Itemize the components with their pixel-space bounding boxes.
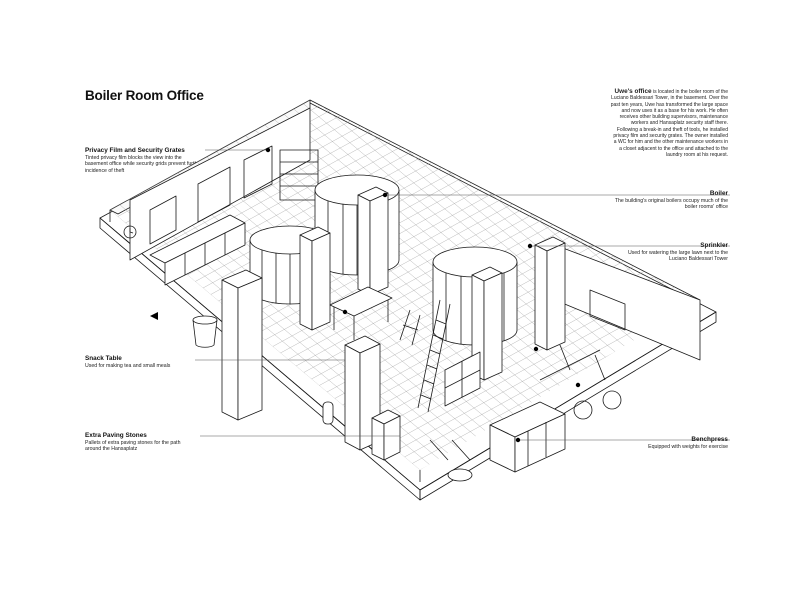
intro-heading: Uwe's office: [614, 88, 652, 95]
trash-bin: [192, 315, 218, 348]
callout-sprinkler-heading: Sprinkler: [700, 242, 728, 249]
marker-snack: [342, 309, 348, 315]
folding-chair: [399, 309, 421, 346]
pillars: [221, 186, 566, 451]
tile-line: [245, 135, 556, 396]
mower: [429, 439, 473, 482]
gas-bottle: [322, 401, 334, 425]
wall-clock-icon: [123, 225, 137, 239]
tile-line: [312, 100, 624, 359]
callout-boiler: Boiler The building's original boilers o…: [612, 190, 728, 211]
callout-benchpress-text: Equipped with weights for exercise: [648, 444, 728, 450]
intro-text-block: Uwe's office is located in the boiler ro…: [610, 88, 728, 158]
marker-weights: [575, 382, 581, 388]
water-heater-cabinet: [371, 409, 401, 461]
marker-bench-area: [533, 346, 539, 352]
callout-privacy: Privacy Film and Security Grates Tinted …: [85, 147, 205, 174]
callout-paving-text: Pallets of extra paving stones for the p…: [85, 440, 181, 453]
callout-privacy-text: Tinted privacy film blocks the view into…: [85, 155, 202, 174]
callout-benchpress-heading: Benchpress: [691, 436, 728, 443]
window-2: [197, 166, 231, 223]
callout-privacy-heading: Privacy Film and Security Grates: [85, 147, 185, 154]
window-4: [589, 289, 626, 331]
tile-line: [274, 119, 585, 380]
tile-line: [264, 124, 575, 386]
tile-line: [254, 130, 566, 391]
intro-body: is located in the boiler room of the Luc…: [610, 89, 728, 158]
kitchen-counter: [149, 214, 246, 286]
page-title: Boiler Room Office: [85, 88, 204, 103]
ladder: [417, 299, 451, 413]
window-3: [243, 145, 273, 199]
callout-markers: [150, 147, 581, 443]
callout-boiler-text: The building's original boilers occupy m…: [614, 198, 728, 211]
back-wall-left: [123, 107, 311, 261]
leader-lines: [195, 149, 730, 441]
marker-boiler: [382, 192, 388, 198]
marker-benchpress: [515, 437, 521, 443]
callout-snack: Snack Table Used for making tea and smal…: [85, 355, 195, 369]
callout-paving: Extra Paving Stones Pallets of extra pav…: [85, 432, 197, 453]
callout-paving-heading: Extra Paving Stones: [85, 432, 147, 439]
callout-snack-text: Used for making tea and small meals: [85, 363, 171, 369]
benchpress: [539, 344, 622, 420]
callout-benchpress: Benchpress Equipped with weights for exe…: [612, 436, 728, 450]
marker-sprinkler: [527, 243, 533, 249]
window-1: [149, 195, 177, 245]
paving-stone-pallets: [489, 401, 566, 473]
cube-shelf: [444, 351, 481, 407]
callout-sprinkler-text: Used for watering the large lawn next to…: [627, 250, 728, 263]
north-arrow-icon: [150, 312, 158, 320]
marker-privacy: [265, 147, 271, 153]
callout-boiler-heading: Boiler: [709, 190, 728, 197]
callout-sprinkler: Sprinkler Used for watering the large la…: [612, 242, 728, 263]
back-shelf: [279, 149, 319, 201]
callout-snack-heading: Snack Table: [85, 355, 122, 362]
